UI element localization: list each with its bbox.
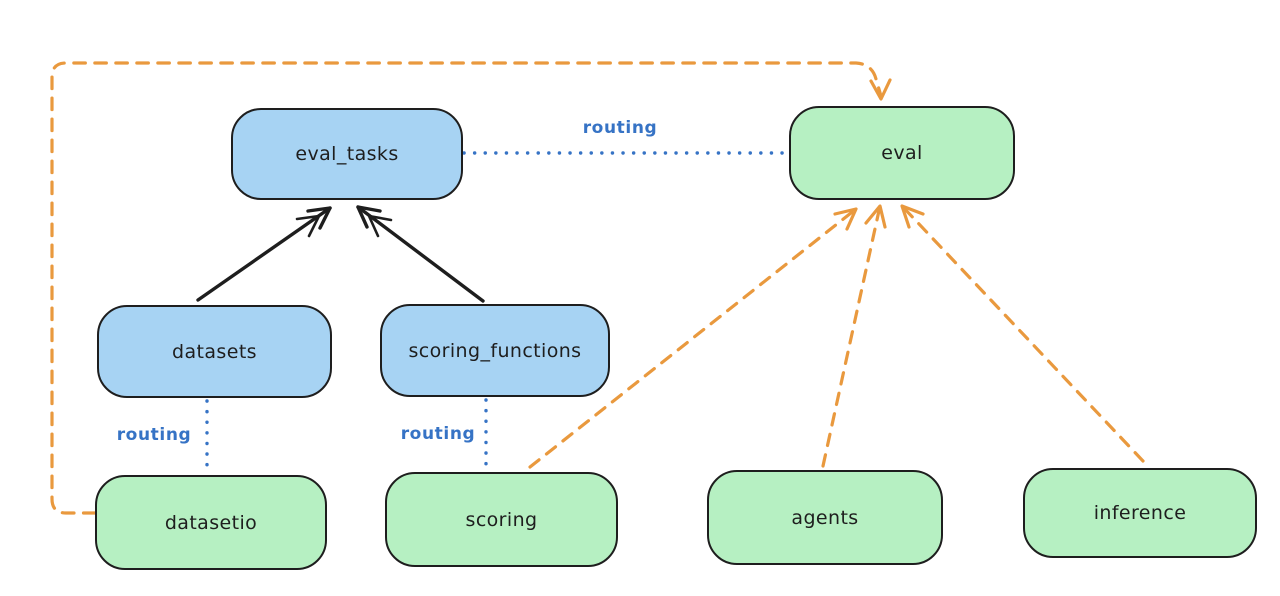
- node-scoring: scoring: [385, 472, 618, 567]
- edge-datasets-to-eval-tasks: [196, 206, 332, 302]
- edge-label-routing-datasets-datasetio: routing: [116, 425, 192, 445]
- node-scoring-functions: scoring_functions: [380, 304, 610, 397]
- node-scoring-functions-label: scoring_functions: [408, 339, 582, 362]
- node-datasets-label: datasets: [172, 340, 257, 363]
- node-eval-label: eval: [881, 142, 923, 164]
- node-datasetio-label: datasetio: [164, 511, 258, 534]
- edge-inference-to-eval: [900, 204, 1145, 463]
- edge-scoring-to-eval: [528, 207, 858, 469]
- node-eval-tasks: eval_tasks: [231, 108, 463, 200]
- node-datasetio: datasetio: [95, 475, 327, 570]
- edge-agents-to-eval: [821, 204, 887, 468]
- node-eval-tasks-label: eval_tasks: [295, 143, 399, 165]
- edge-label-routing-eval-tasks-eval: routing: [582, 118, 658, 138]
- node-datasets: datasets: [97, 305, 332, 398]
- node-eval: eval: [789, 106, 1015, 200]
- edge-datasetio-to-eval: [50, 61, 892, 515]
- node-agents-label: agents: [791, 506, 859, 529]
- node-agents: agents: [707, 470, 943, 565]
- node-scoring-label: scoring: [465, 508, 538, 531]
- edge-label-routing-scoring-functions-scoring: routing: [400, 424, 476, 444]
- edge-scoring-functions-to-eval-tasks: [356, 205, 485, 303]
- node-inference: inference: [1023, 468, 1257, 558]
- node-inference-label: inference: [1093, 502, 1187, 524]
